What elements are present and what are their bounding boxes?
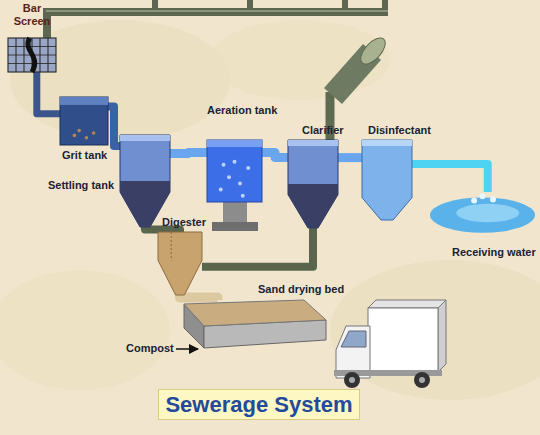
air-bubble: [238, 181, 242, 185]
tank-outline: [430, 192, 535, 234]
pipe-connector: [180, 295, 218, 300]
node-label: Disinfectant: [368, 124, 431, 137]
pipe-connector: [338, 153, 362, 162]
pipe-connector: [37, 72, 60, 114]
pipe-connector: [262, 152, 288, 157]
process-tank: Digester: [158, 232, 202, 295]
tank-water: [288, 140, 338, 146]
truck-body: [368, 300, 446, 308]
grit-particle: [73, 134, 77, 138]
tank-body: [158, 232, 202, 295]
tank-edge: [171, 232, 172, 260]
tank-outline: [362, 140, 412, 220]
bed-sand: [184, 300, 326, 326]
node-label: Receiving water: [452, 246, 536, 259]
pipe-connector: [108, 107, 120, 146]
truck-hub: [349, 377, 355, 383]
background-texture: [210, 20, 390, 100]
debris: [28, 38, 35, 72]
grit-particle: [92, 131, 96, 135]
pipe-highlight: [46, 10, 388, 12]
pipe-connector: [170, 152, 207, 153]
air-bubble: [241, 194, 245, 198]
pipe-cylinder-end: [356, 34, 389, 68]
water-splash: [471, 197, 477, 203]
tank-stand: [212, 222, 258, 231]
grit-particle: [77, 129, 81, 133]
tank-outline: [120, 135, 170, 227]
air-bubble: [233, 160, 237, 164]
truck-hub: [419, 377, 425, 383]
tank-outline: [207, 140, 262, 202]
process-tank: Aeration tank: [207, 140, 262, 202]
tank-body: [288, 140, 338, 228]
tank-stand: [223, 202, 247, 224]
process-tank: Bar Screen: [8, 38, 56, 72]
leader-arrow: [176, 348, 198, 350]
water-pool: [456, 204, 519, 222]
screen-bar: [8, 63, 56, 64]
screen-frame: [8, 38, 56, 72]
process-tank: Clarifier: [288, 140, 338, 228]
tank-body: [207, 140, 262, 202]
process-tank: Sand drying bed: [180, 300, 330, 348]
background-texture: [330, 260, 540, 400]
screen-bar: [8, 46, 56, 47]
truck-body: [438, 300, 446, 372]
tank-water: [120, 135, 170, 141]
node-label: Digester: [162, 216, 206, 229]
truck-wheel: [344, 372, 360, 388]
tank-outline: [158, 232, 202, 295]
sewer-pipe: [47, 12, 388, 40]
node-label: Settling tank: [48, 179, 114, 192]
diagram-title: Sewerage System: [165, 392, 352, 417]
tank-body: [362, 140, 412, 220]
truck-window: [341, 331, 366, 347]
process-tank: Receiving water: [430, 192, 535, 234]
tank-body: [60, 97, 108, 145]
truck-wheel: [414, 372, 430, 388]
tank-water: [60, 97, 108, 105]
truck-body: [368, 308, 438, 372]
node-label: Clarifier: [302, 124, 344, 137]
pipe-connector: [202, 228, 313, 267]
tank-outline: [60, 97, 108, 145]
title-banner: Sewerage System: [158, 389, 360, 420]
air-bubble: [219, 188, 223, 192]
tank-water: [362, 140, 412, 146]
tank-outline: [8, 38, 56, 72]
water-splash: [480, 193, 486, 199]
air-bubble: [246, 166, 250, 170]
process-tank: Disinfectant: [362, 140, 412, 220]
callout-label: Compost: [126, 342, 174, 355]
tank-outline: [180, 300, 330, 348]
tank-body: [120, 135, 170, 227]
grit-particle: [85, 136, 89, 140]
background-texture: [0, 270, 170, 390]
pipe-connector: [412, 164, 488, 192]
process-tank: Grit tank: [60, 97, 108, 145]
node-label: Aeration tank: [207, 104, 277, 117]
node-label: Grit tank: [62, 149, 107, 162]
water-pool: [430, 197, 535, 232]
node-label: Bar Screen: [4, 2, 60, 28]
node-label: Sand drying bed: [258, 283, 344, 296]
air-bubble: [222, 163, 226, 167]
tank-outline: [288, 140, 338, 228]
sludge: [288, 184, 338, 228]
tank-water: [207, 140, 262, 147]
water-splash: [490, 197, 496, 203]
air-bubble: [227, 175, 231, 179]
process-tank: Settling tank: [120, 135, 170, 227]
